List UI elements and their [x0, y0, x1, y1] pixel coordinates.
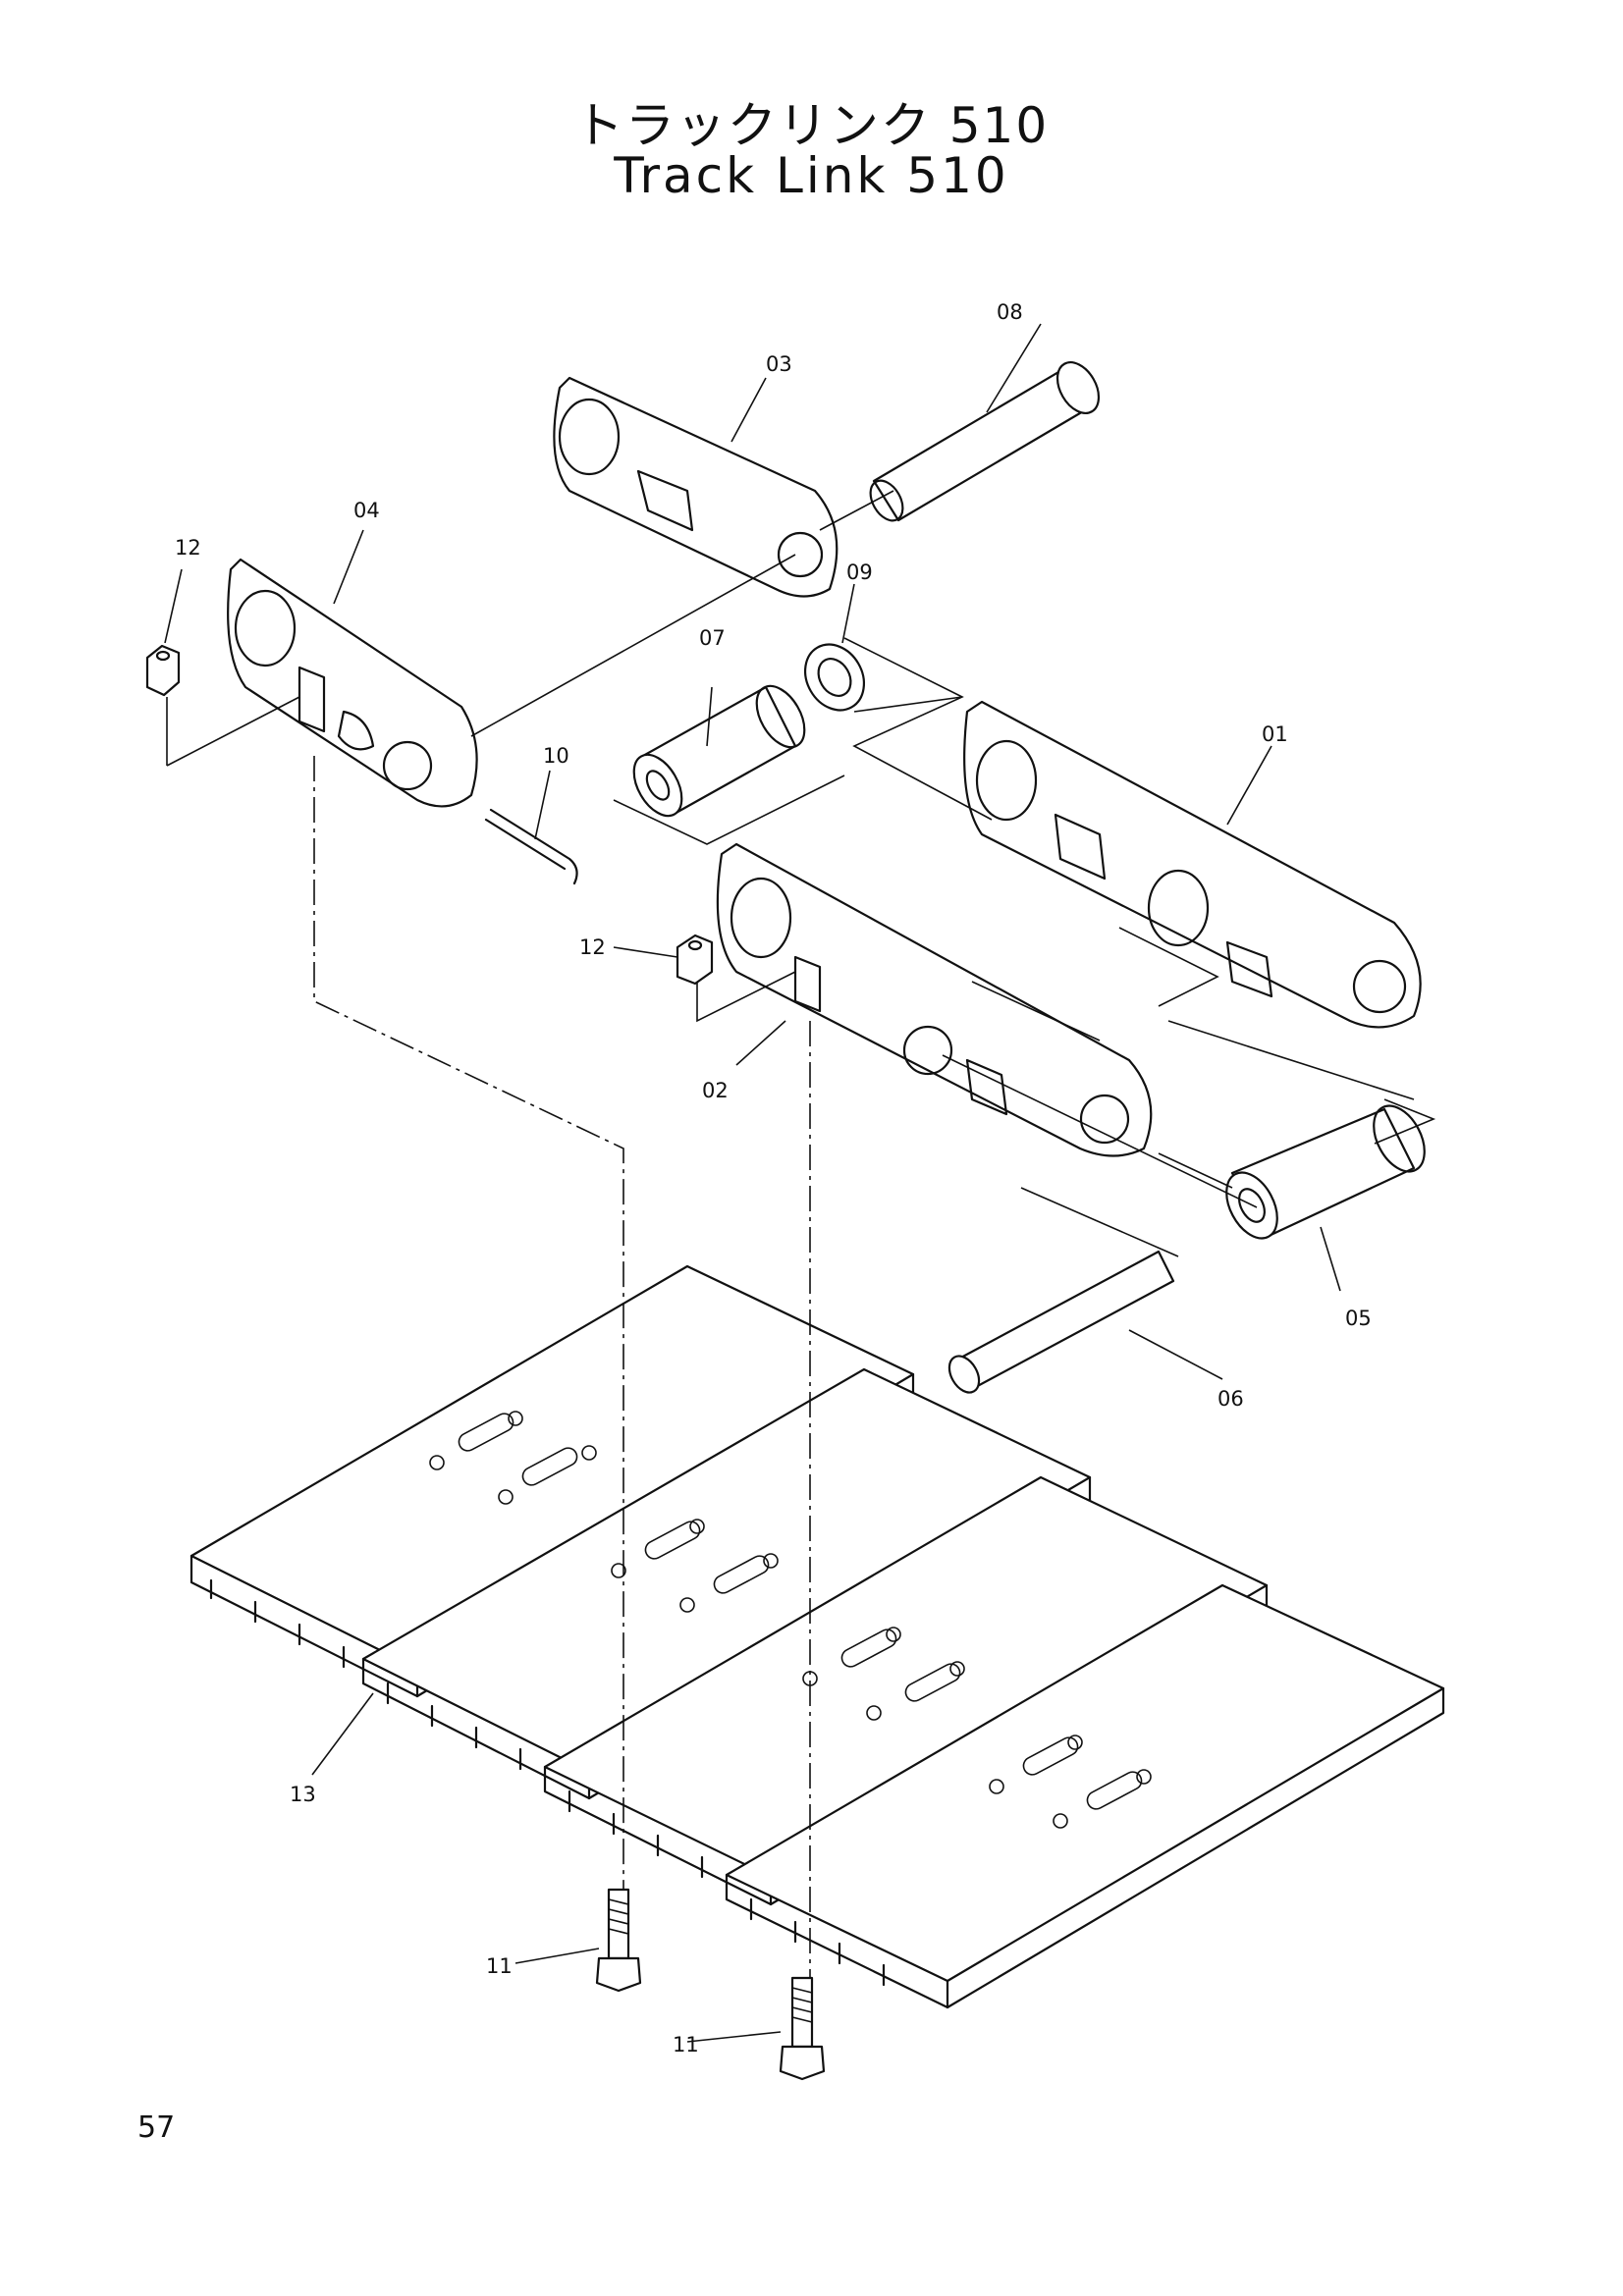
callouts: 08 03 04 12 09 07 01 10 12 02 05 06 13 1… — [175, 300, 1372, 2056]
bolt-11-left — [595, 1888, 642, 1993]
page-number: 57 — [137, 2110, 176, 2145]
callout-01: 01 — [1262, 722, 1288, 746]
callout-04: 04 — [353, 499, 380, 522]
assembly-lines — [166, 490, 1436, 1978]
lock-pin-10 — [484, 808, 578, 885]
title-english: Track Link 510 — [614, 147, 1009, 204]
callout-02: 02 — [702, 1079, 729, 1102]
callout-11-right: 11 — [673, 2033, 699, 2056]
track-link-01 — [963, 700, 1422, 1029]
callout-13: 13 — [290, 1783, 316, 1806]
callout-12-upper: 12 — [175, 536, 201, 560]
callout-06: 06 — [1217, 1387, 1244, 1411]
bolt-11-right — [779, 1976, 826, 2081]
callout-05: 05 — [1345, 1307, 1372, 1330]
callout-03: 03 — [766, 352, 792, 376]
nut-12-upper — [145, 644, 181, 697]
callout-10: 10 — [543, 744, 569, 768]
bushing-05 — [1225, 1104, 1426, 1240]
track-pin-08 — [869, 361, 1101, 522]
callout-11-left: 11 — [486, 1954, 513, 1978]
callout-09: 09 — [846, 561, 873, 584]
title-japanese: トラックリンク 510 — [573, 97, 1050, 154]
track-shoe-plates — [189, 1264, 1445, 2009]
leader-lines — [164, 323, 1341, 2043]
track-link-03 — [553, 376, 839, 598]
track-pin-06 — [947, 1250, 1175, 1394]
nut-12-lower — [676, 934, 714, 986]
callout-12-lower: 12 — [579, 935, 606, 959]
callout-08: 08 — [997, 300, 1023, 324]
bushing-07 — [632, 684, 806, 818]
callout-07: 07 — [699, 626, 726, 650]
track-link-02 — [716, 842, 1153, 1157]
seal-09 — [803, 643, 866, 712]
track-link-04 — [227, 558, 478, 808]
